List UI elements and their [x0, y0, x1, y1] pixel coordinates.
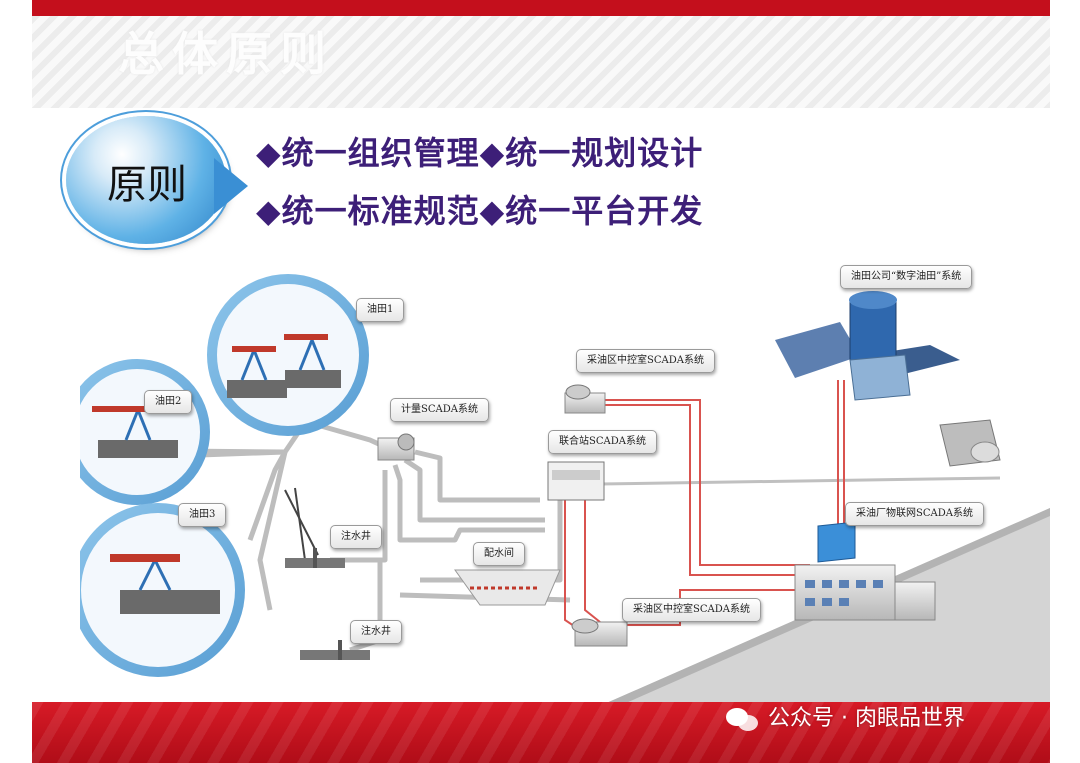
oil-field-2-ring — [69, 364, 205, 500]
metering-station-icon — [378, 434, 414, 460]
antenna-dish-icon — [940, 420, 1000, 466]
label-joint-station-scada: 联合站SCADA系统 — [548, 430, 657, 454]
label-oil-field-3: 油田3 — [178, 503, 226, 527]
wechat-icon — [726, 706, 760, 732]
label-control-room-bottom: 采油区中控室SCADA系统 — [622, 598, 761, 622]
label-plant-iot-scada: 采油厂物联网SCADA系统 — [845, 502, 984, 526]
label-injection-well-2: 注水井 — [350, 620, 402, 644]
water-distribution-station-icon — [455, 570, 560, 605]
label-control-room-top: 采油区中控室SCADA系统 — [576, 349, 715, 373]
control-room-top-icon — [565, 385, 605, 413]
control-room-bottom-icon — [572, 619, 627, 646]
watermark-text: 公众号 · 肉眼品世界 — [768, 702, 965, 736]
injection-well-icon — [285, 548, 345, 568]
oil-field-1-ring — [212, 279, 364, 431]
link — [565, 500, 580, 630]
satellite-icon — [775, 291, 960, 400]
link — [585, 500, 600, 622]
pipe — [415, 452, 540, 500]
pipe — [405, 460, 545, 520]
label-injection-well-1: 注水井 — [330, 525, 382, 549]
watermark: 公众号 · 肉眼品世界 — [726, 702, 965, 736]
label-oil-field-2: 油田2 — [144, 390, 192, 414]
left-crop-mask — [0, 330, 80, 670]
joint-station-icon — [548, 462, 604, 500]
label-water-distribution: 配水间 — [473, 542, 525, 566]
trunk-line — [600, 478, 1000, 484]
label-digital-oilfield: 油田公司“数字油田”系统 — [840, 265, 972, 289]
label-oil-field-1: 油田1 — [356, 298, 404, 322]
label-metering-scada: 计量SCADA系统 — [390, 398, 489, 422]
